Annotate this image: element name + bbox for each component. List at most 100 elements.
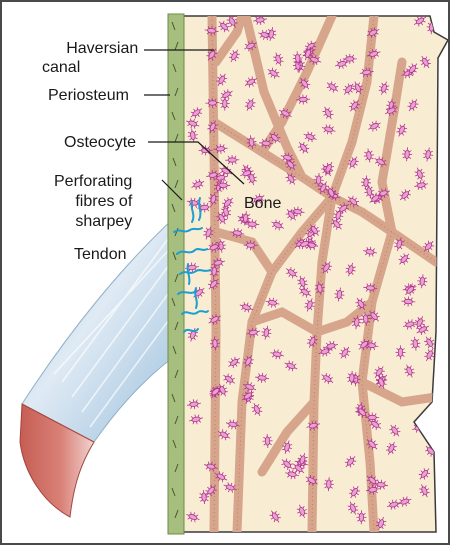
osteocyte-cell xyxy=(314,281,325,296)
osteocyte-cell xyxy=(322,106,334,120)
osteocyte-cell xyxy=(325,186,337,200)
osteocyte-cell xyxy=(230,227,245,239)
osteocyte-cell xyxy=(343,83,355,95)
perforating-fibres-label: Perforating fibres of sharpey xyxy=(54,173,133,230)
osteocyte-cell xyxy=(422,240,435,253)
osteocyte-cell xyxy=(185,262,199,273)
osteocyte-cell xyxy=(240,167,254,179)
osteocyte-cell xyxy=(364,184,375,199)
osteocyte-cell xyxy=(208,192,219,206)
osteocyte-cell xyxy=(407,99,419,112)
osteocyte-cell xyxy=(321,373,334,385)
osteocyte-cell xyxy=(242,355,254,368)
osteocyte-cell xyxy=(378,81,390,95)
osteocyte-cell xyxy=(207,120,219,134)
tendon-label: Tendon xyxy=(74,246,127,263)
osteocyte-cell xyxy=(402,147,413,162)
osteocyte-cell xyxy=(205,97,220,108)
osteocyte-cell xyxy=(269,131,281,144)
osteocyte-cell xyxy=(252,193,265,205)
osteocyte-cell xyxy=(385,441,397,455)
osteocyte-cell xyxy=(366,48,381,60)
osteocyte-cell xyxy=(398,253,410,265)
osteocyte-cell xyxy=(266,27,277,41)
osteocyte-cell xyxy=(213,143,228,154)
osteocyte-cell xyxy=(245,219,260,230)
osteocyte-cell xyxy=(203,226,214,240)
osteocyte-cell xyxy=(297,238,312,250)
osteocyte-cell xyxy=(221,197,234,209)
osteocyte-cell xyxy=(223,373,235,385)
periosteum xyxy=(167,13,185,535)
osteocyte-cell xyxy=(306,420,321,431)
osteocyte-cell xyxy=(198,490,210,505)
osteocyte-cell xyxy=(191,178,205,190)
osteocyte-cell xyxy=(285,469,300,480)
osteocyte-cell xyxy=(369,418,382,430)
osteocyte-cell xyxy=(398,496,412,507)
osteocyte-cell xyxy=(228,356,240,369)
osteocyte-cell xyxy=(413,16,427,27)
osteocyte-cell xyxy=(296,94,311,105)
osteocyte-cell xyxy=(284,360,298,372)
osteocyte-cell xyxy=(228,49,240,63)
osteocyte-cell xyxy=(285,209,298,221)
osteocyte-cell xyxy=(258,29,272,41)
osteocyte-cell xyxy=(281,440,293,455)
osteocyte-cell xyxy=(305,474,318,487)
osteocyte-cell xyxy=(281,458,293,470)
osteocyte-cell xyxy=(204,461,218,472)
osteocyte-cell xyxy=(298,286,312,298)
osteocyte-cell xyxy=(323,161,335,175)
osteocyte-cell xyxy=(410,336,421,351)
haversian-canal-label: Haversian canal xyxy=(42,40,139,76)
osteocyte-cell xyxy=(243,240,258,251)
osteocyte-cell xyxy=(220,89,233,101)
osteocyte-cell xyxy=(298,77,311,90)
osteocyte-cell xyxy=(290,206,305,217)
osteocyte-cell xyxy=(240,211,251,226)
osteocyte-cell xyxy=(359,67,374,78)
osteocyte-cell xyxy=(213,172,228,183)
compact-bone xyxy=(177,15,450,533)
osteocyte-cell xyxy=(225,419,240,430)
osteocyte-cell xyxy=(217,429,231,441)
osteocyte-cell xyxy=(205,484,217,497)
osteocyte-cell xyxy=(302,47,314,61)
osteocyte-cell xyxy=(246,171,257,186)
osteocyte-cell xyxy=(395,345,406,360)
osteocyte-cell xyxy=(401,296,416,307)
osteocyte-cell xyxy=(209,264,220,279)
osteocyte-cell xyxy=(423,147,434,162)
osteocyte-cell xyxy=(356,510,367,525)
osteocyte-cell xyxy=(241,390,254,402)
osteocyte-cell xyxy=(414,316,426,330)
osteocyte-cell xyxy=(292,51,303,66)
sharpey-fibres xyxy=(173,197,211,333)
osteocyte-cell xyxy=(306,334,318,348)
osteocyte-cell xyxy=(269,510,281,523)
osteocyte-cell xyxy=(324,341,338,351)
osteocyte-cell xyxy=(366,438,378,451)
osteocyte-cell xyxy=(265,297,280,308)
osteocyte-cell xyxy=(284,158,297,171)
osteocyte-cell xyxy=(360,311,371,326)
osteocyte-cell xyxy=(219,96,230,111)
osteocyte-cell xyxy=(363,246,377,257)
osteocyte-cell xyxy=(363,282,378,293)
osteocyte-cell xyxy=(244,76,258,88)
osteocyte-cell xyxy=(369,192,382,204)
osteocyte-cell xyxy=(304,298,315,312)
osteocyte-cell xyxy=(424,336,436,349)
osteocyte-cell xyxy=(366,474,379,487)
osteocyte-cell xyxy=(365,412,380,423)
osteocyte-cell xyxy=(384,105,398,117)
periosteum-label: Periosteum xyxy=(48,87,129,104)
osteocyte-cell xyxy=(187,399,201,410)
osteocyte-cell xyxy=(368,120,381,132)
osteocyte-cell xyxy=(348,486,361,499)
osteocyte-cell xyxy=(273,52,284,66)
osteocyte-cell xyxy=(419,484,430,498)
leader-lines xyxy=(144,49,245,201)
